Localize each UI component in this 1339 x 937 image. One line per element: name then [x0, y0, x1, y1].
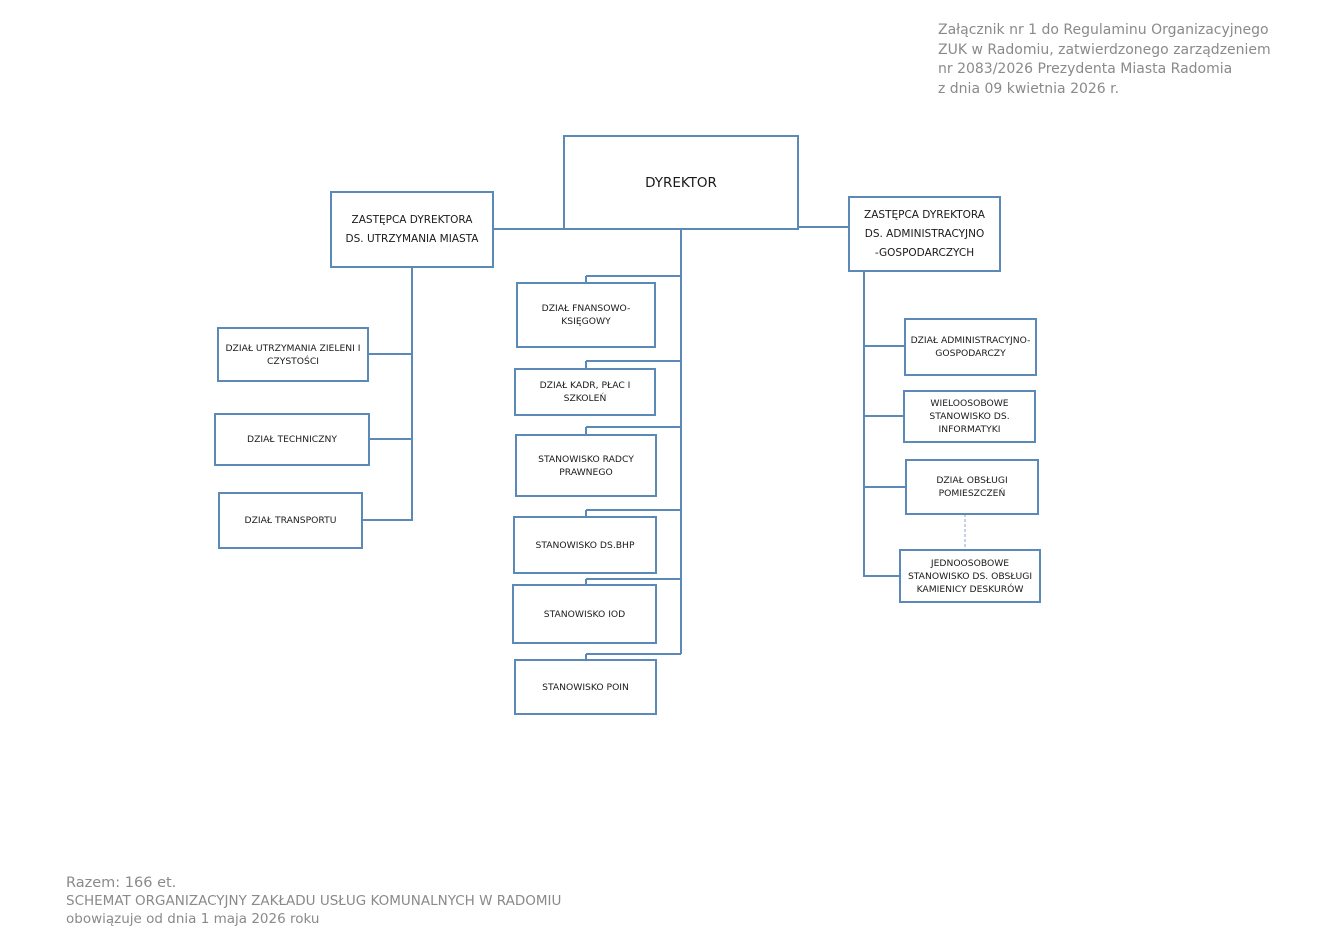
node-dzial-kadr-plac-szkolen-label: DZIAŁ KADR, PŁAC I SZKOLEŃ — [539, 380, 631, 404]
node-stanowisko-poin: STANOWISKO POIN — [514, 659, 657, 715]
annex-line-4: z dnia 09 kwietnia 2026 r. — [938, 80, 1120, 97]
node-deputy-admin: ZASTĘPCA DYREKTORA DS. ADMINISTRACYJNO -… — [848, 196, 1001, 272]
node-stanowisko-radcy-prawnego-line-2: PRAWNEGO — [559, 466, 613, 478]
node-dzial-finansowo-ksiegowy-line-1: DZIAŁ FNANSOWO- — [541, 303, 631, 314]
annex-note: Załącznik nr 1 do Regulaminu Organizacyj… — [938, 21, 1271, 99]
node-deputy-admin-line-2: DS. ADMINISTRACYJNO — [864, 227, 985, 240]
node-deputy-city: ZASTĘPCA DYREKTORA DS. UTRZYMANIA MIASTA — [330, 191, 494, 268]
node-stanowisko-poin-label: STANOWISKO POIN — [542, 681, 629, 693]
node-stanowisko-radcy-prawnego-line-1: STANOWISKO RADCY — [538, 453, 634, 465]
node-dzial-kadr-plac-szkolen: DZIAŁ KADR, PŁAC I SZKOLEŃ — [514, 368, 656, 416]
annex-line-1: Załącznik nr 1 do Regulaminu Organizacyj… — [938, 22, 1269, 38]
node-dzial-obslugi-pomieszczen-line-2: POMIESZCZEŃ — [938, 488, 1006, 499]
node-dzial-techniczny: DZIAŁ TECHNICZNY — [214, 413, 370, 466]
node-stanowisko-kamienicy-deskurow: JEDNOOSOBOWE STANOWISKO DS. OBSŁUGI KAMI… — [899, 549, 1041, 603]
node-dzial-finansowo-ksiegowy: DZIAŁ FNANSOWO- KSIĘGOWY — [516, 282, 656, 348]
node-stanowisko-informatyki-line-3: INFORMATYKI — [938, 424, 1001, 435]
node-dzial-transportu-label: DZIAŁ TRANSPORTU — [244, 515, 337, 526]
node-dzial-transportu: DZIAŁ TRANSPORTU — [218, 492, 363, 549]
node-stanowisko-informatyki-line-2: STANOWISKO DS. — [929, 411, 1010, 422]
node-dzial-utrzymania-zieleni-line-1: DZIAŁ UTRZYMANIA ZIELENI I — [225, 342, 361, 354]
node-stanowisko-kamienicy-deskurow-line-3: KAMIENICY DESKURÓW — [916, 583, 1024, 595]
node-stanowisko-informatyki: WIELOOSOBOWE STANOWISKO DS. INFORMATYKI — [903, 390, 1036, 443]
footer: Razem: 166 et. SCHEMAT ORGANIZACYJNY ZAK… — [66, 874, 561, 928]
node-deputy-admin-line-1: ZASTĘPCA DYREKTORA — [864, 208, 985, 221]
node-dzial-administracyjno-gospodarczy-line-2: GOSPODARCZY — [935, 348, 1006, 359]
annex-line-3: nr 2083/2026 Prezydenta Miasta Radomia — [938, 61, 1233, 77]
node-dzial-obslugi-pomieszczen: DZIAŁ OBSŁUGI POMIESZCZEŃ — [905, 459, 1039, 515]
node-dzial-administracyjno-gospodarczy-line-1: DZIAŁ ADMINISTRACYJNO- — [910, 335, 1031, 346]
annex-line-2: ZUK w Radomiu, zatwierdzonego zarządzeni… — [938, 41, 1271, 58]
node-dzial-utrzymania-zieleni-line-2: CZYSTOŚCI — [267, 355, 319, 367]
footer-valid-from: obowiązuje od dnia 1 maja 2026 roku — [66, 911, 320, 927]
node-deputy-city-line-1: ZASTĘPCA DYREKTORA — [351, 213, 473, 226]
node-stanowisko-iod: STANOWISKO IOD — [512, 584, 657, 644]
node-director-label: DYREKTOR — [645, 174, 717, 191]
node-stanowisko-informatyki-line-1: WIELOOSOBOWE — [930, 398, 1009, 409]
node-director: DYREKTOR — [563, 135, 799, 230]
node-stanowisko-iod-label: STANOWISKO IOD — [543, 608, 626, 620]
node-stanowisko-bhp-label: STANOWISKO DS.BHP — [535, 539, 635, 551]
node-stanowisko-bhp: STANOWISKO DS.BHP — [513, 516, 657, 574]
node-deputy-admin-line-3: -GOSPODARCZYCH — [874, 246, 975, 259]
node-dzial-utrzymania-zieleni: DZIAŁ UTRZYMANIA ZIELENI I CZYSTOŚCI — [217, 327, 369, 382]
footer-total: Razem: 166 et. — [66, 875, 177, 891]
footer-title: SCHEMAT ORGANIZACYJNY ZAKŁADU USŁUG KOMU… — [66, 893, 562, 909]
node-dzial-obslugi-pomieszczen-line-1: DZIAŁ OBSŁUGI — [936, 475, 1008, 486]
node-dzial-finansowo-ksiegowy-line-2: KSIĘGOWY — [561, 316, 611, 327]
node-stanowisko-kamienicy-deskurow-line-2: STANOWISKO DS. OBSŁUGI — [907, 570, 1033, 582]
node-stanowisko-kamienicy-deskurow-line-1: JEDNOOSOBOWE — [930, 557, 1010, 569]
node-dzial-administracyjno-gospodarczy: DZIAŁ ADMINISTRACYJNO- GOSPODARCZY — [904, 318, 1037, 376]
node-deputy-city-line-2: DS. UTRZYMANIA MIASTA — [345, 232, 479, 245]
node-stanowisko-radcy-prawnego: STANOWISKO RADCY PRAWNEGO — [515, 434, 657, 497]
node-dzial-techniczny-label: DZIAŁ TECHNICZNY — [247, 434, 337, 445]
